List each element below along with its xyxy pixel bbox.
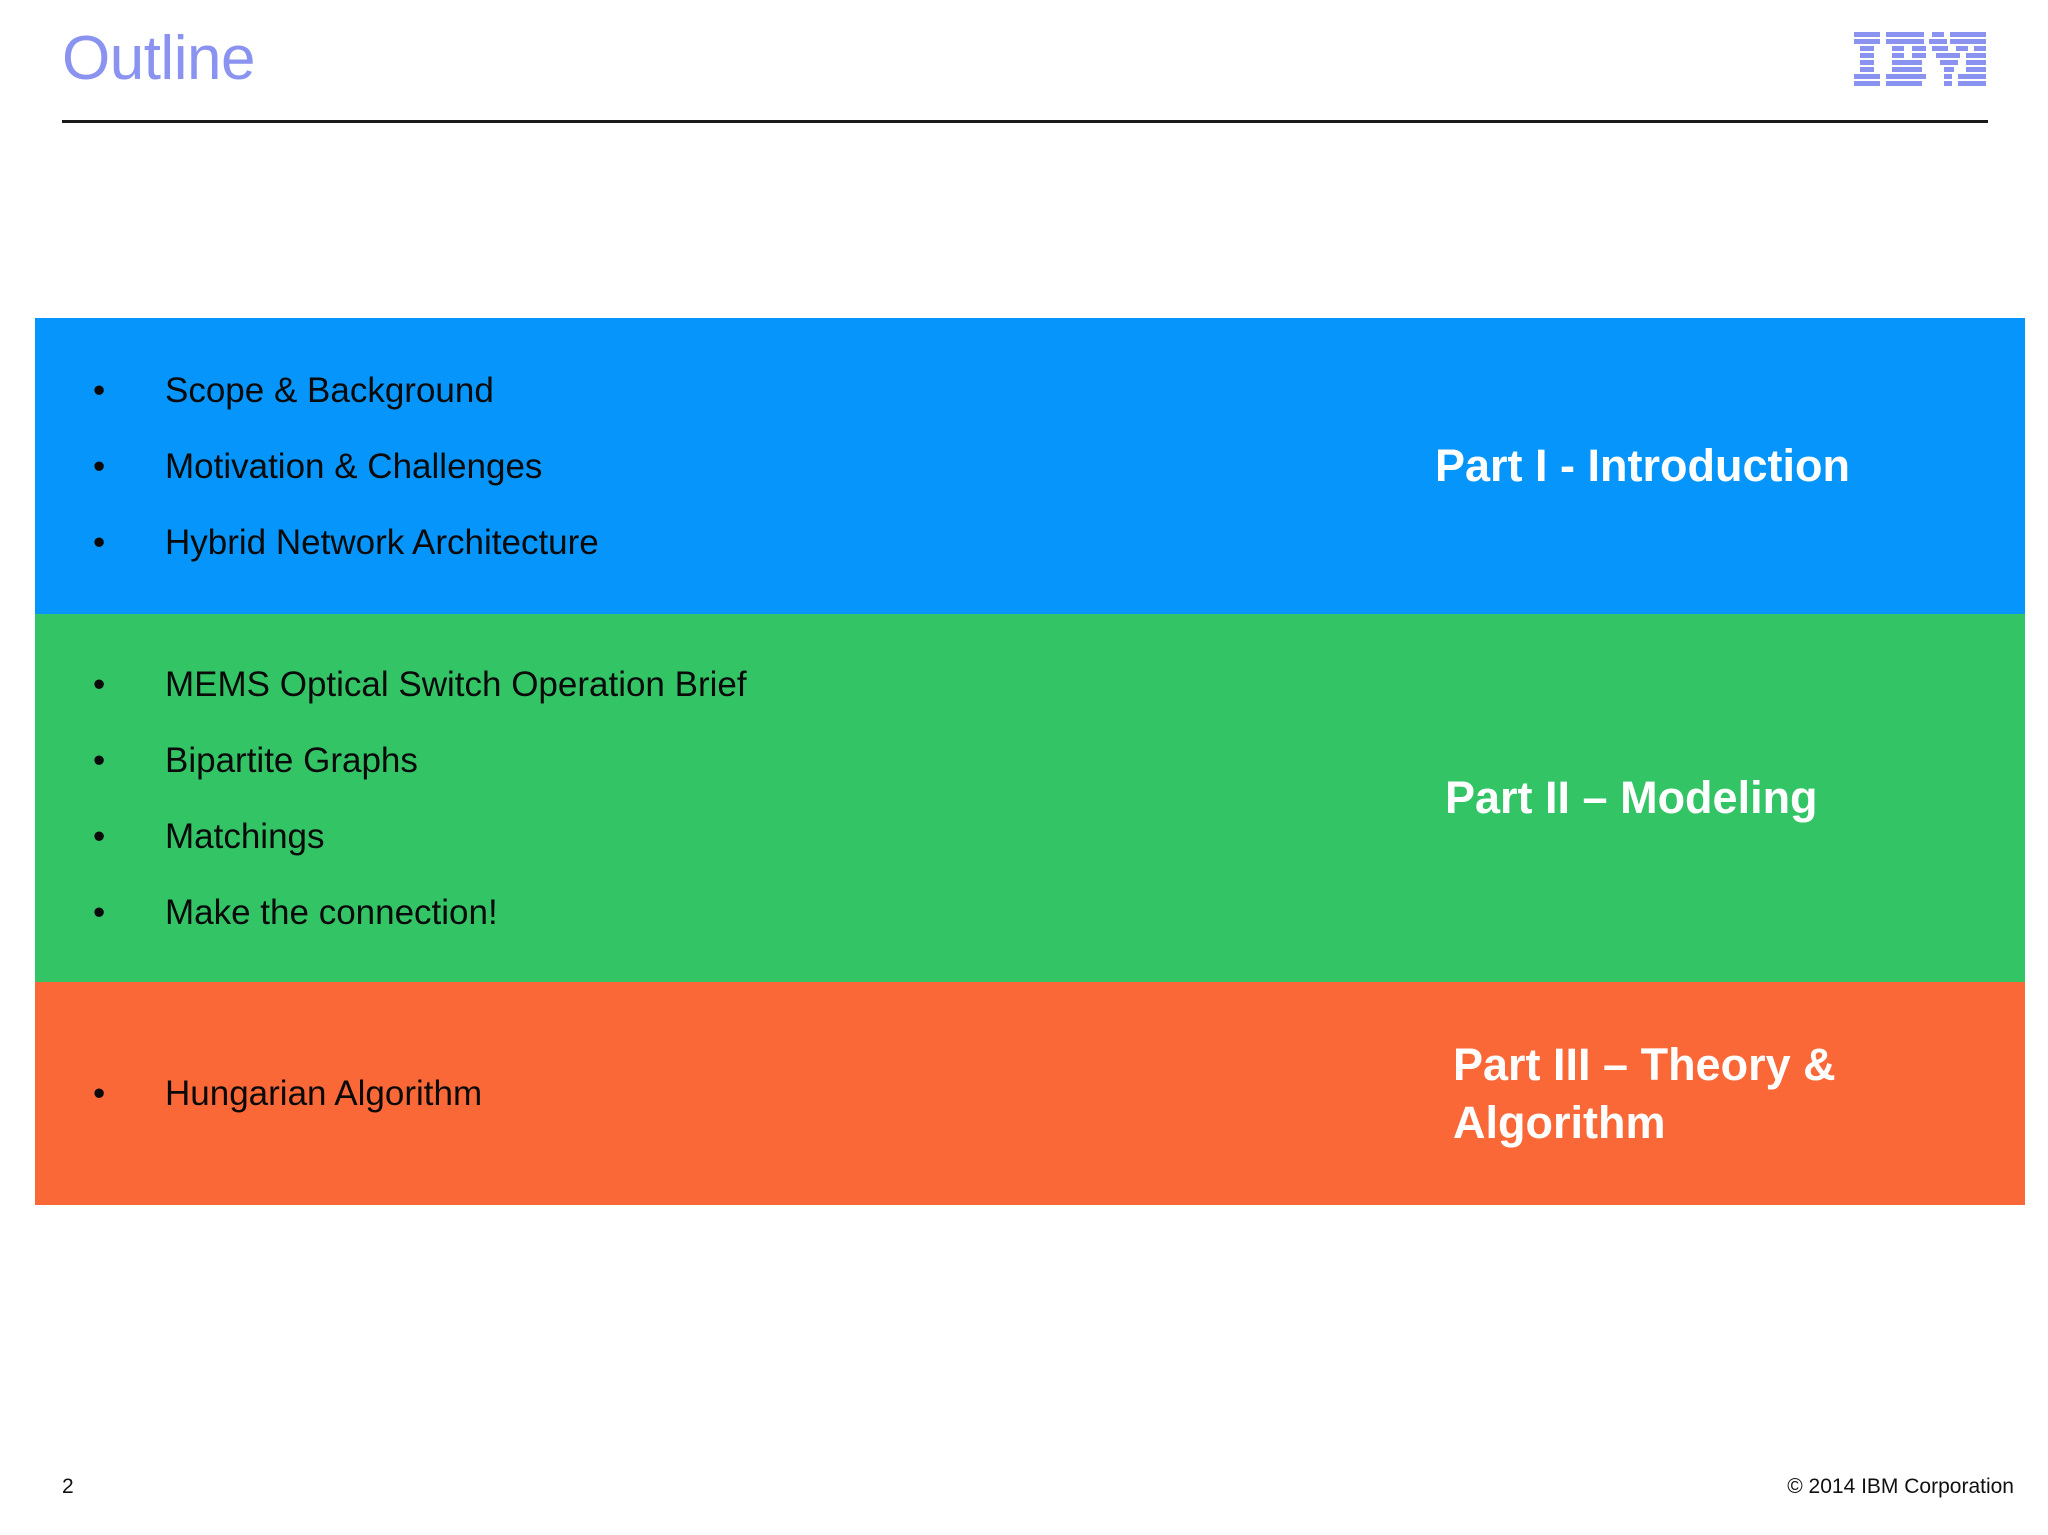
page-number: 2 (62, 1475, 74, 1498)
copyright-notice: © 2014 IBM Corporation (1787, 1475, 2014, 1498)
list-item-label: Motivation & Challenges (165, 446, 543, 486)
list-item: • MEMS Optical Switch Operation Brief (93, 667, 1325, 702)
page-title: Outline (62, 24, 255, 93)
list-item: • Matchings (93, 819, 1325, 854)
list-item: • Scope & Background (93, 373, 1325, 408)
list-item-label: Bipartite Graphs (165, 740, 418, 780)
bullet-icon: • (93, 892, 106, 932)
ibm-logo-icon (1854, 32, 1986, 88)
bullet-icon: • (93, 370, 106, 410)
bullet-icon: • (93, 740, 106, 780)
section-part-3: • Hungarian Algorithm Part III – Theory … (35, 982, 2025, 1205)
list-item: • Hybrid Network Architecture (93, 525, 1325, 560)
list-item: • Motivation & Challenges (93, 449, 1325, 484)
section-part-2-label: Part II – Modeling (1445, 772, 1818, 824)
section-part-3-label: Part III – Theory & Algorithm (1453, 1038, 1836, 1148)
list-item: • Make the connection! (93, 895, 1325, 930)
section-part-1: • Scope & Background • Motivation & Chal… (35, 318, 2025, 614)
list-item-label: MEMS Optical Switch Operation Brief (165, 664, 747, 704)
bullet-icon: • (93, 522, 106, 562)
section-part-1-bullets: • Scope & Background • Motivation & Chal… (35, 373, 1325, 560)
list-item-label: Matchings (165, 816, 325, 856)
bullet-icon: • (93, 1074, 106, 1113)
list-item: • Bipartite Graphs (93, 743, 1325, 778)
bullet-icon: • (93, 446, 106, 486)
section-part-1-label: Part I - Introduction (1435, 440, 1850, 492)
header-divider (62, 120, 1988, 123)
outline-sections: • Scope & Background • Motivation & Chal… (35, 318, 2025, 1205)
section-part-2-bullets: • MEMS Optical Switch Operation Brief • … (35, 667, 1325, 930)
list-item-label: Scope & Background (165, 370, 494, 410)
list-item-label: Make the connection! (165, 892, 498, 932)
list-item-label: Hybrid Network Architecture (165, 522, 599, 562)
list-item: • Hungarian Algorithm (93, 1076, 1325, 1111)
bullet-icon: • (93, 664, 106, 704)
section-part-3-bullets: • Hungarian Algorithm (35, 1076, 1325, 1111)
section-part-2: • MEMS Optical Switch Operation Brief • … (35, 614, 2025, 982)
list-item-label: Hungarian Algorithm (165, 1074, 483, 1113)
bullet-icon: • (93, 816, 106, 856)
